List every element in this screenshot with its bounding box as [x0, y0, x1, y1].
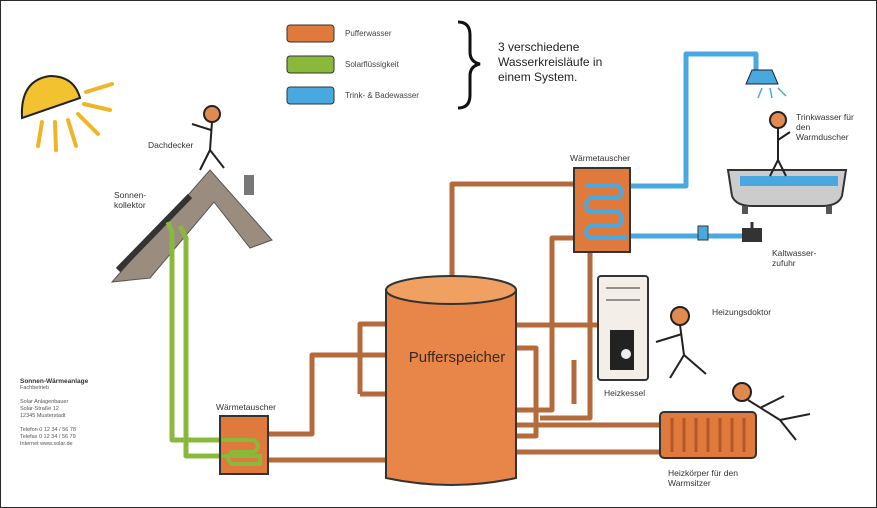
- roofer-figure: [191, 105, 225, 171]
- legend-label-water: Trink- & Badewasser: [345, 91, 419, 100]
- solar-pipes: [165, 221, 222, 459]
- company-line: 12345 Musterstadt: [20, 413, 66, 419]
- buffer-tank: [385, 275, 517, 486]
- company-name: Sonnen-Wärmeanlage: [20, 378, 89, 385]
- bather-figure: [769, 111, 791, 177]
- label-cold-water: Kaltwasser- zufuhr: [772, 248, 817, 268]
- company-info: Sonnen-Wärmeanlage Fachbetrieb Solar Anl…: [20, 378, 135, 448]
- company-line: Solar Anlagenbauer: [20, 399, 69, 405]
- summary-text: 3 verschiedene Wasserkreisläufe in einem…: [498, 40, 603, 84]
- cold-water-tap-icon: [697, 222, 762, 242]
- company-line: [20, 392, 135, 399]
- company-line: Solar-Straße 12: [20, 406, 59, 412]
- legend-swatch-solar: [286, 55, 335, 74]
- bathtub-icon: [726, 169, 848, 214]
- shower-head-icon: [745, 69, 787, 99]
- legend-label-puffer: Pufferwasser: [345, 29, 392, 38]
- company-line: Internet www.solar.de: [20, 441, 73, 447]
- legend-swatch-water: [286, 86, 335, 105]
- label-heat-exchanger-top: Wärmetauscher: [570, 153, 630, 163]
- label-heating-doctor: Heizungsdoktor: [712, 307, 772, 317]
- warm-sitter-figure: [732, 382, 811, 441]
- label-roofer: Dachdecker: [148, 140, 194, 150]
- boiler-icon: [597, 275, 649, 381]
- water-pipes: [628, 51, 759, 239]
- radiator-icon: [659, 411, 757, 459]
- company-line: Telefax 0 12 34 / 56 79: [20, 434, 76, 440]
- label-buffer-tank: Pufferspeicher: [408, 349, 506, 366]
- label-collector: Sonnen- kollektor: [114, 190, 147, 210]
- legend-label-solar: Solarflüssigkeit: [345, 60, 399, 69]
- roof-icon: [110, 169, 273, 283]
- heat-exchanger-top: [573, 167, 631, 253]
- label-bath-water: Trinkwasser für den Warmduscher: [796, 112, 854, 142]
- label-heat-exchanger-bottom: Wärmetauscher: [216, 402, 276, 412]
- company-line: Telefon 0 12 34 / 56 78: [20, 427, 76, 433]
- heating-doctor-figure: [655, 306, 707, 379]
- label-radiator: Heizkörper für den Warmsitzer: [668, 468, 738, 488]
- solar-collector-panel: [115, 193, 193, 273]
- heat-exchanger-bottom: [219, 415, 269, 475]
- legend-brace: [457, 20, 481, 110]
- company-line: Fachbetrieb: [20, 385, 50, 391]
- puffer-pipes: [266, 181, 660, 463]
- label-boiler: Heizkessel: [604, 388, 646, 398]
- sun-icon: [20, 74, 114, 152]
- legend-swatch-puffer: [286, 24, 335, 43]
- company-line: [20, 420, 135, 427]
